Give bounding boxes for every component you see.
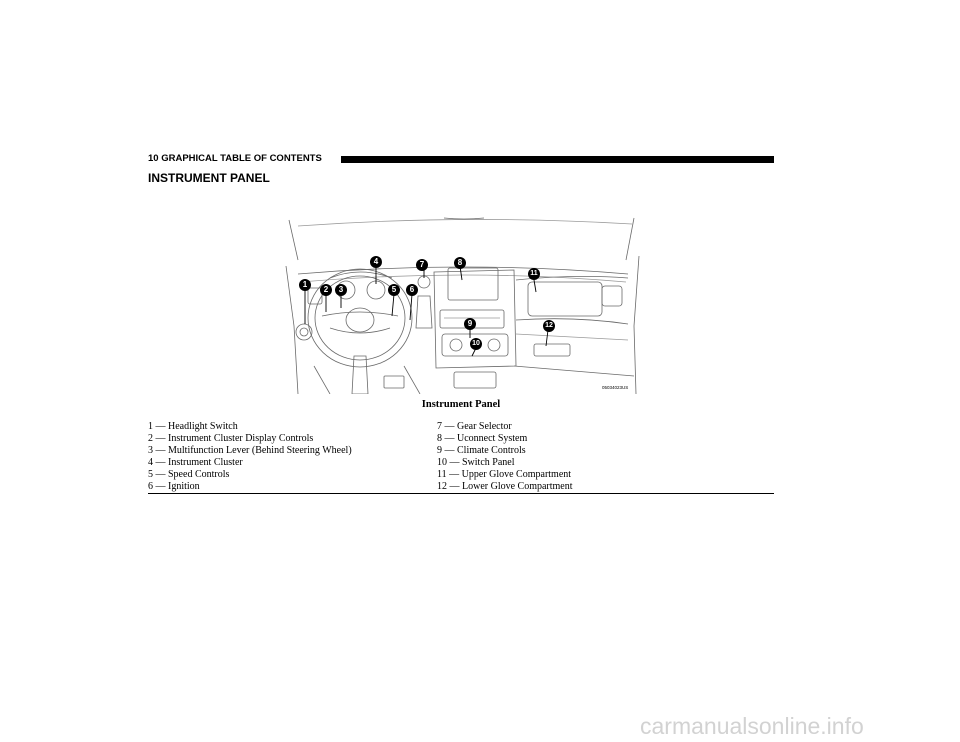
legend-item: 8 — Uconnect System (437, 433, 528, 444)
legend-left-column: 1 — Headlight Switch 2 — Instrument Clus… (148, 421, 448, 493)
figure-caption: Instrument Panel (421, 399, 501, 410)
callout-9: 9 (464, 318, 476, 330)
callout-2: 2 (320, 284, 332, 296)
watermark: carmanualsonline.info (640, 713, 864, 739)
legend-item: 10 — Switch Panel (437, 457, 515, 468)
callout-11: 11 (528, 268, 540, 280)
callout-5: 5 (388, 284, 400, 296)
legend-item: 5 — Speed Controls (148, 469, 230, 480)
header-rule-bar (341, 156, 774, 163)
callout-6: 6 (406, 284, 418, 296)
legend-item: 7 — Gear Selector (437, 421, 512, 432)
callout-7: 7 (416, 259, 428, 271)
figure-image-code: 05034023US (602, 385, 629, 390)
legend-item: 3 — Multifunction Lever (Behind Steering… (148, 445, 352, 456)
callout-4: 4 (370, 256, 382, 268)
legend-bottom-rule (148, 493, 774, 494)
legend-item: 11 — Upper Glove Compartment (437, 469, 572, 480)
callout-12: 12 (543, 320, 555, 332)
callout-1: 1 (299, 279, 311, 291)
legend-right-column: 7 — Gear Selector 8 — Uconnect System 9 … (437, 421, 774, 493)
legend-item: 2 — Instrument Cluster Display Controls (148, 433, 314, 444)
legend-item: 9 — Climate Controls (437, 445, 526, 456)
instrument-panel-illustration: 1 2 3 4 5 6 7 8 9 10 11 12 05034023US (284, 216, 641, 394)
legend-item: 1 — Headlight Switch (148, 421, 238, 432)
section-title: INSTRUMENT PANEL (148, 171, 270, 185)
callout-3: 3 (335, 284, 347, 296)
page-header-title: 10 GRAPHICAL TABLE OF CONTENTS (148, 153, 322, 164)
legend-item: 4 — Instrument Cluster (148, 457, 243, 468)
page-header: 10 GRAPHICAL TABLE OF CONTENTS (148, 153, 774, 165)
legend-item: 12 — Lower Glove Compartment (437, 481, 573, 492)
legend-item: 6 — Ignition (148, 481, 200, 492)
callout-8: 8 (454, 257, 466, 269)
callout-10: 10 (470, 338, 482, 350)
